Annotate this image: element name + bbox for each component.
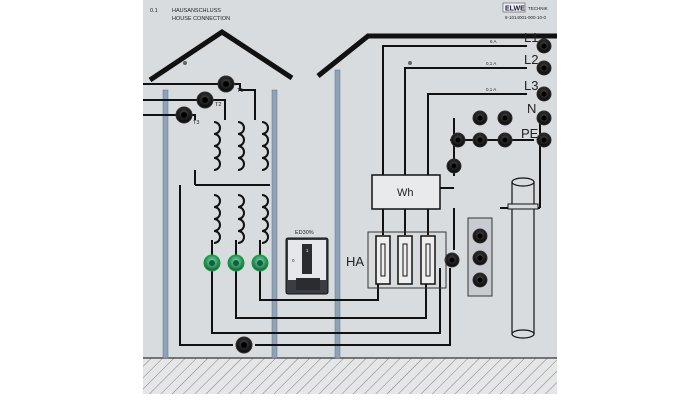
label-pe: PE (521, 126, 539, 141)
current-l1: 6 A (490, 39, 497, 44)
socket-n-3[interactable] (536, 110, 552, 126)
label-l3: L3 (524, 78, 538, 93)
socket-l2[interactable] (536, 60, 552, 76)
roof-screw-icon-right (408, 61, 412, 65)
header-title-en: HOUSE CONNECTION (172, 16, 230, 22)
brand-name: ELWE (505, 6, 525, 13)
socket-pe-2[interactable] (472, 132, 488, 148)
socket-t2[interactable] (196, 91, 214, 109)
header-title-de: HAUSANSCHLUSS (172, 8, 221, 14)
energy-meter-box (371, 174, 441, 210)
label-l1: L1 (524, 30, 538, 45)
socket-l3[interactable] (536, 86, 552, 102)
label-n: N (527, 101, 536, 116)
switch-pos-0: 0 (292, 258, 295, 263)
terminal-socket-2[interactable] (472, 250, 488, 266)
water-pipe (507, 177, 539, 339)
socket-green-1[interactable] (203, 254, 221, 272)
switch-pos-1: 1 (306, 248, 309, 253)
label-l2: L2 (524, 52, 538, 67)
label-t3: T3 (193, 120, 199, 126)
house-wall-mid-right (334, 69, 341, 359)
socket-n-1[interactable] (472, 110, 488, 126)
socket-neutral-bottom[interactable] (235, 336, 253, 354)
socket-pe-4[interactable] (536, 132, 552, 148)
switch-label: ED30% (295, 230, 314, 236)
label-t1: T1 (237, 88, 243, 94)
current-l3: 0,1 A (486, 87, 496, 92)
socket-l1[interactable] (536, 38, 552, 54)
label-t2: T2 (215, 102, 221, 108)
right-house-roof (316, 33, 557, 78)
socket-n-2[interactable] (497, 110, 513, 126)
brand-logo: ELWE TECHNIK (502, 2, 548, 13)
socket-meter-n[interactable] (446, 158, 462, 174)
fuses (375, 235, 436, 285)
meter-label: Wh (397, 187, 414, 199)
house-fuse-block (367, 231, 447, 289)
socket-t3[interactable] (175, 106, 193, 124)
ground-hatch (143, 358, 557, 394)
socket-green-3[interactable] (251, 254, 269, 272)
panel-background (143, 0, 557, 358)
socket-pe-1[interactable] (450, 132, 466, 148)
socket-ha-out[interactable] (444, 252, 460, 268)
brand-sub: TECHNIK (528, 6, 548, 11)
socket-t1[interactable] (217, 75, 235, 93)
house-wall-left (162, 89, 169, 359)
transformer-coils (213, 121, 269, 244)
socket-green-2[interactable] (227, 254, 245, 272)
terminal-socket-3[interactable] (472, 272, 488, 288)
house-wall-mid-left (271, 89, 278, 359)
fuse-label: HA (346, 254, 364, 269)
rotary-switch[interactable]: 1 0 (285, 237, 329, 295)
terminal-socket-1[interactable] (472, 228, 488, 244)
part-number: 8-1014001-000-10-0 (505, 15, 547, 20)
socket-pe-3[interactable] (497, 132, 513, 148)
current-l2: 0,1 A (486, 61, 496, 66)
header-number: 0.1 (150, 8, 158, 14)
roof-screw-icon (183, 61, 187, 65)
left-house-roof (148, 29, 294, 83)
